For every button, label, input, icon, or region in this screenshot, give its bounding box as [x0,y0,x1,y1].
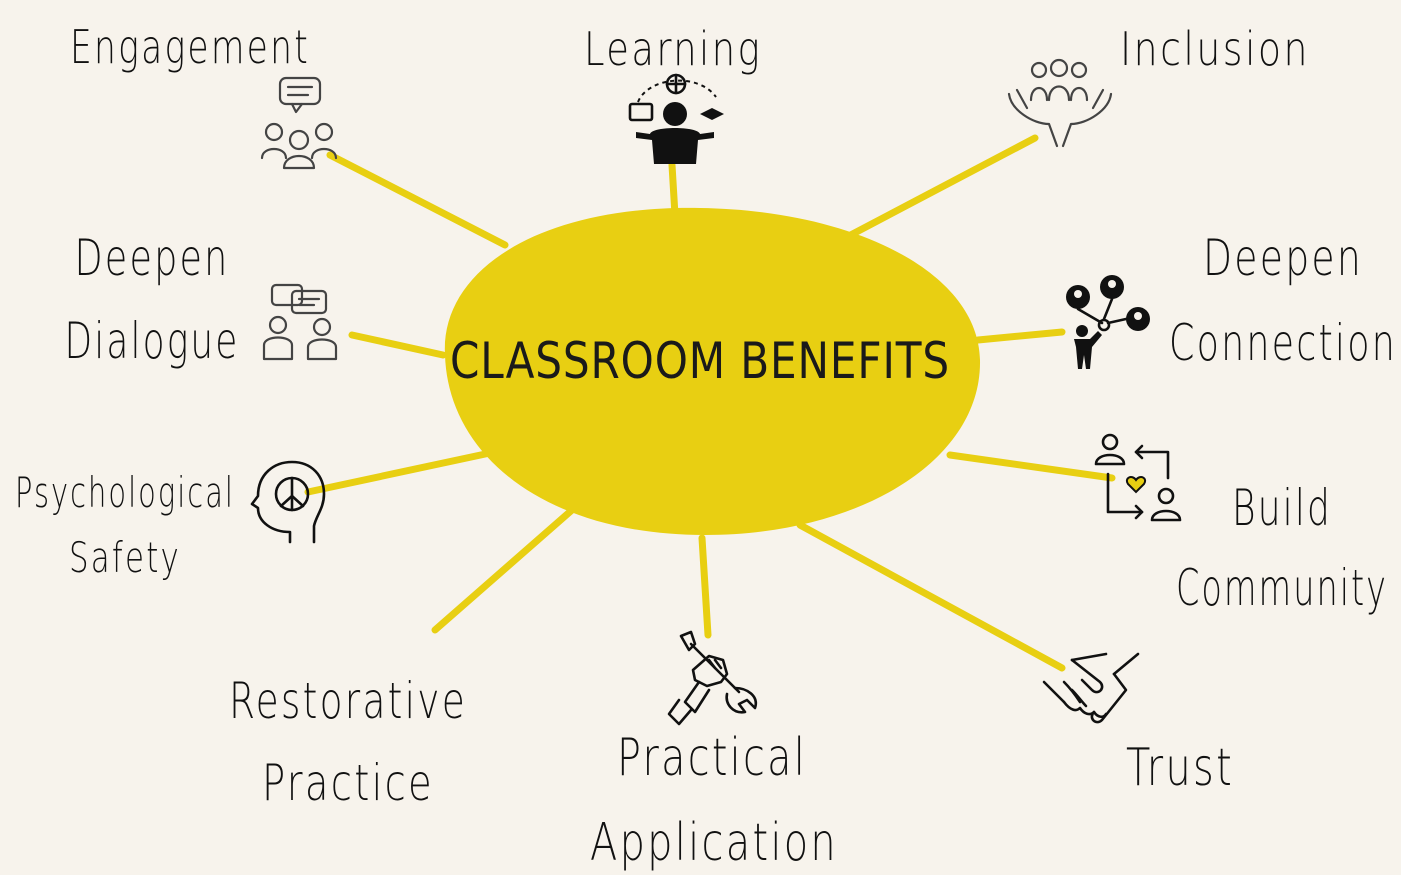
conversation-icon [262,283,338,361]
people-heart-exchange-icon [1094,433,1182,522]
spoke-deepen-dialogue [348,331,447,359]
label-practical-application-line2: Application [590,813,838,873]
spoke-learning [668,161,679,219]
spoke-inclusion [841,134,1039,242]
label-build-community-line2: Community [1176,559,1388,617]
label-learning: Learning [584,22,762,76]
label-deepen-dialogue-line1: Deepen [75,229,230,287]
label-deepen-dialogue-line2: Dialogue [65,312,240,370]
peace-head-icon [250,460,326,544]
hand-tools-icon [667,630,758,726]
label-build-community-line1: Build [1232,479,1332,537]
spokes [304,134,1116,672]
hands-holding-people-icon [1007,58,1113,148]
center-node: CLASSROOM BENEFITS [444,207,981,535]
handshake-icon [1042,652,1140,724]
spoke-engagement [326,151,509,249]
network-people-icon [1066,275,1150,369]
label-engagement: Engagement [70,20,310,74]
learner-icon [628,73,724,164]
center-label: CLASSROOM BENEFITS [450,332,950,390]
spoke-psychological-safety [304,449,494,496]
label-restorative-practice-line1: Restorative [229,672,467,730]
spoke-build-community [946,451,1116,482]
spoke-restorative-practice [431,506,576,634]
center-ellipse [444,207,981,535]
spoke-deepen-connection [974,328,1066,344]
label-psychological-safety-line2: Safety [69,533,181,582]
label-practical-application-line1: Practical [617,728,807,788]
label-inclusion: Inclusion [1120,22,1310,76]
label-psychological-safety-line1: Psychological [15,468,235,517]
spoke-practical-application [698,534,712,639]
labels: Engagement Learning Inclusion Deepen Dia… [15,20,1397,873]
group-chat-icon [260,76,338,170]
icons [250,58,1182,726]
label-restorative-practice-line2: Practice [262,754,434,812]
label-trust: Trust [1126,738,1234,798]
label-deepen-connection-line2: Connection [1169,314,1397,372]
spoke-trust [796,521,1066,672]
label-deepen-connection-line1: Deepen [1203,229,1363,287]
